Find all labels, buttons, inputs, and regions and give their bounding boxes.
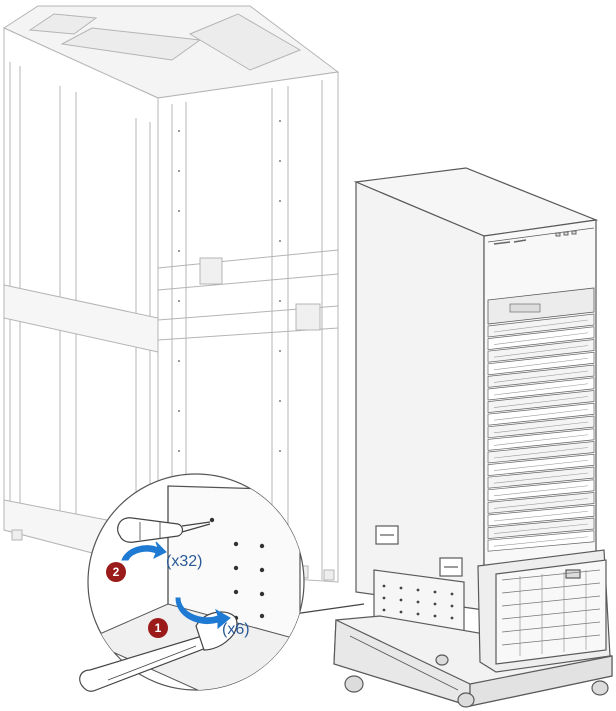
- grille-line: [501, 608, 601, 620]
- module-stack: [487, 313, 595, 552]
- grille-line: [501, 569, 601, 581]
- device-module: [487, 453, 595, 476]
- module-divider: [493, 408, 589, 421]
- module-divider: [493, 421, 589, 434]
- module-divider: [493, 447, 589, 459]
- caster-wheels: [344, 654, 609, 708]
- mount-hole: [382, 584, 386, 588]
- screw-hole: [259, 567, 265, 573]
- mount-hole: [416, 600, 420, 604]
- screw-hole: [233, 541, 239, 547]
- module-divider: [493, 485, 589, 497]
- screw-hole: [259, 613, 265, 619]
- module-divider: [493, 459, 589, 471]
- module-divider: [493, 498, 589, 509]
- device-module: [487, 313, 595, 338]
- mount-hole: [450, 616, 454, 620]
- front-bottom-unit: [477, 549, 611, 673]
- device-module: [487, 402, 595, 426]
- mount-hole: [433, 590, 437, 594]
- cabinet-rack: [2, 5, 340, 583]
- device-module: [487, 415, 595, 439]
- mount-hole: [382, 596, 386, 600]
- front-indicators: [555, 230, 577, 237]
- rotate-arrow-icon: [121, 541, 231, 630]
- step-1-number: 1: [155, 621, 162, 635]
- module-divider: [493, 370, 589, 383]
- step-2-badge: 2: [106, 562, 126, 582]
- module-divider: [493, 383, 589, 396]
- device-module: [487, 351, 595, 376]
- device-module: [487, 390, 595, 413]
- grille-line: [501, 595, 601, 607]
- screw-hole: [233, 589, 239, 595]
- screw-hole: [209, 517, 215, 523]
- screw-hole: [259, 591, 265, 597]
- screw-hole: [259, 543, 265, 549]
- mount-hole: [399, 586, 403, 590]
- device-module: [487, 466, 595, 489]
- grille-line: [501, 634, 601, 646]
- module-divider: [493, 396, 589, 408]
- mount-hole: [433, 602, 437, 606]
- module-divider: [493, 345, 589, 358]
- module-divider: [493, 510, 589, 522]
- brand-logo: [493, 239, 527, 245]
- step-1-badge: 1: [148, 618, 168, 638]
- step-1-count: (x6): [222, 621, 250, 638]
- module-divider: [493, 357, 589, 371]
- device-module: [487, 364, 595, 388]
- callout-leader: [293, 603, 365, 615]
- mount-hole: [433, 614, 437, 618]
- device-module: [487, 492, 595, 514]
- mount-hole: [399, 610, 403, 614]
- grille-line: [501, 621, 601, 633]
- module-divider: [493, 434, 589, 446]
- grille-line: [501, 582, 601, 594]
- device-module: [487, 441, 595, 464]
- mount-hole: [450, 604, 454, 608]
- device-module: [487, 517, 595, 539]
- mount-hole: [450, 592, 454, 596]
- module-divider: [493, 332, 589, 345]
- front-grille: [501, 569, 601, 656]
- mount-hole: [416, 612, 420, 616]
- mount-hole: [399, 598, 403, 602]
- mount-hole: [416, 588, 420, 592]
- side-handles: [375, 525, 463, 577]
- device-module: [487, 530, 595, 552]
- device-module: [487, 504, 595, 527]
- screw-hole: [233, 565, 239, 571]
- device-module: [487, 339, 595, 363]
- device-module: [487, 377, 595, 401]
- module-divider: [493, 319, 589, 333]
- mount-hole: [382, 608, 386, 612]
- device-module: [487, 479, 595, 502]
- wrench-icon: [79, 611, 238, 692]
- device-module: [487, 428, 595, 451]
- module-divider: [493, 536, 589, 547]
- step-2-count: (x32): [166, 553, 202, 570]
- module-divider: [493, 472, 589, 484]
- module-divider: [493, 523, 589, 534]
- device-module: [487, 326, 595, 350]
- base-frame: [333, 615, 613, 708]
- step-2-number: 2: [113, 565, 120, 579]
- screwdriver-icon: [117, 517, 211, 543]
